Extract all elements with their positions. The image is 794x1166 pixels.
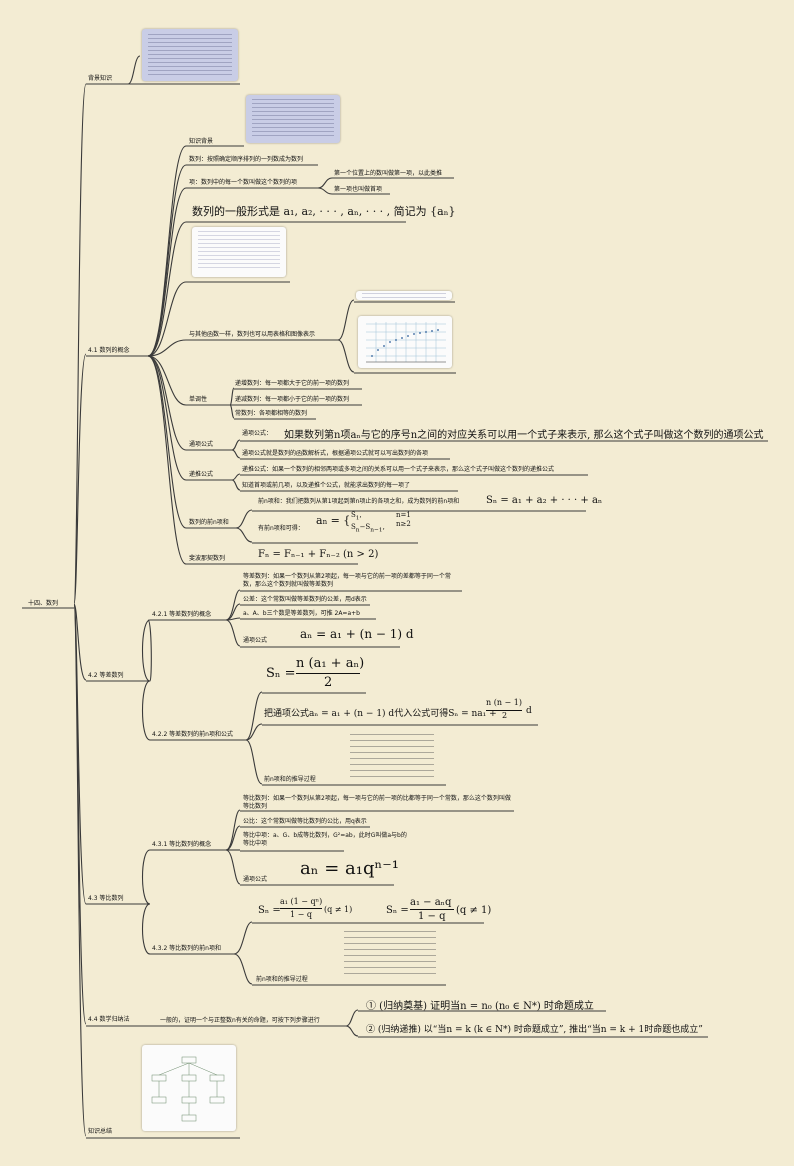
summary-diagram-icon bbox=[151, 1056, 225, 1122]
geometric-concept-label[interactable]: 4.3.1 等比数列的概念 bbox=[152, 841, 212, 848]
scatter-graph-icon bbox=[366, 322, 446, 363]
fraction-bar bbox=[486, 710, 522, 711]
formula2-numerator: a₁ − aₙq bbox=[410, 897, 452, 908]
branch-4-2[interactable]: 4.2 等差数列 bbox=[88, 672, 124, 679]
partial-sum-label[interactable]: 数列的前n项和 bbox=[189, 519, 229, 526]
summary-image-thumbnail[interactable] bbox=[142, 1045, 236, 1131]
recursive-formula-label[interactable]: 递推公式 bbox=[189, 471, 214, 478]
knowledge-background-label[interactable]: 知识背景 bbox=[189, 138, 214, 145]
first-term-note[interactable]: 第一项也叫做首项 bbox=[334, 186, 383, 193]
geometric-sum-label[interactable]: 4.3.2 等比数列的前n项和 bbox=[152, 945, 221, 952]
formula2-denominator: 1 − q bbox=[418, 911, 446, 922]
general-term-function-note[interactable]: 通项公式就是数列的函数解析式，根据通项公式就可以写出数列的各项 bbox=[242, 450, 429, 457]
common-ratio[interactable]: 公比：这个常数叫做等比数列的公比，用q表示 bbox=[243, 818, 367, 825]
sequence-table-thumbnail[interactable] bbox=[356, 291, 452, 300]
arithmetic-proof-label[interactable]: 前n项和的推导过程 bbox=[264, 776, 316, 783]
general-term-definition-label[interactable]: 通项公式： bbox=[242, 430, 273, 437]
monotonicity-label[interactable]: 单调性 bbox=[189, 396, 208, 403]
branch-4-3[interactable]: 4.3 等比数列 bbox=[88, 895, 124, 902]
fraction-bar bbox=[410, 909, 454, 910]
branch-4-4[interactable]: 4.4 数学归纳法 bbox=[88, 1016, 130, 1023]
recursive-formula-definition[interactable]: 递推公式：如果一个数列的相邻两项或多项之间的关系可以用一个式子来表示，那么这个式… bbox=[242, 466, 555, 473]
arithmetic-mean[interactable]: a、A、b三个数是等差数列，可推 2A=a+b bbox=[243, 610, 360, 617]
knowledge-background-image-thumbnail[interactable] bbox=[246, 95, 340, 143]
background-image-thumbnail[interactable] bbox=[142, 29, 238, 81]
fibonacci-label[interactable]: 斐波那契数列 bbox=[189, 555, 226, 562]
sequence-graph-thumbnail[interactable] bbox=[358, 316, 452, 368]
substitution-denominator: 2 bbox=[502, 711, 508, 720]
substitution-text: 把通项公式aₙ = a₁ + (n − 1) d代入公式可得Sₙ = na₁ + bbox=[264, 709, 497, 719]
induction-intro[interactable]: 一般的，证明一个与正整数n有关的命题，可按下列步骤进行 bbox=[160, 1017, 320, 1024]
general-term-label[interactable]: 通项公式 bbox=[189, 441, 214, 448]
fraction-bar bbox=[280, 908, 322, 909]
table-graph-note[interactable]: 与其他函数一样，数列也可以用表格和图像表示 bbox=[189, 331, 316, 338]
sum-lhs: Sₙ = bbox=[258, 905, 281, 916]
arithmetic-definition[interactable]: 等差数列：如果一个数列从第2项起，每一项与它的前一项的差都等于同一个常数，那么这… bbox=[243, 573, 451, 588]
sum-numerator: n (a₁ + aₙ) bbox=[296, 656, 365, 671]
table-image-thumbnail[interactable] bbox=[192, 227, 286, 277]
induction-step-2[interactable]: ② (归纳递推) 以“当n = k (k ∈ N*) 时命题成立”, 推出“当n… bbox=[366, 1025, 703, 1035]
substitution-numerator: n (n − 1) bbox=[486, 698, 522, 707]
general-term-definition[interactable]: 如果数列第n项aₙ与它的序号n之间的对应关系可以用一个式子来表示, 那么这个式子… bbox=[284, 430, 764, 441]
arithmetic-sum-label[interactable]: 4.2.2 等差数列的前n项和公式 bbox=[152, 731, 233, 738]
formula2-condition: (q ≠ 1) bbox=[456, 905, 492, 916]
general-form-formula[interactable]: 数列的一般形式是 a₁, a₂, · · · , aₙ, · · · , 简记为… bbox=[192, 205, 456, 218]
decreasing-sequence[interactable]: 递减数列：每一项都小于它的前一项的数列 bbox=[235, 396, 350, 403]
branch-background[interactable]: 背景知识 bbox=[88, 75, 113, 82]
arithmetic-general-term-label[interactable]: 通项公式 bbox=[243, 637, 268, 644]
common-difference[interactable]: 公差：这个常数叫做等差数列的公差，用d表示 bbox=[243, 596, 367, 603]
induction-step-1[interactable]: ① (归纳奠基) 证明当n = n₀ (n₀ ∈ N*) 时命题成立 bbox=[366, 1001, 594, 1012]
increasing-sequence[interactable]: 递增数列：每一项都大于它的前一项的数列 bbox=[235, 380, 350, 387]
formula1-condition: (q ≠ 1) bbox=[324, 905, 353, 914]
geometric-proof-label[interactable]: 前n项和的推导过程 bbox=[256, 976, 308, 983]
geometric-proof-image[interactable] bbox=[336, 928, 444, 982]
arithmetic-general-term[interactable]: aₙ = a₁ + (n − 1) d bbox=[300, 627, 414, 641]
constant-sequence[interactable]: 常数列：各项都相等的数列 bbox=[235, 410, 308, 417]
arithmetic-concept-label[interactable]: 4.2.1 等差数列的概念 bbox=[152, 611, 212, 618]
geometric-general-term[interactable]: aₙ = a₁qⁿ⁻¹ bbox=[300, 858, 400, 879]
sum-lhs: Sₙ = bbox=[386, 905, 409, 916]
sum-lhs: Sₙ = bbox=[266, 666, 296, 681]
geometric-mean[interactable]: 等比中项：a、G、b成等比数列，G²=ab，此时G叫做a与b的等比中项 bbox=[243, 832, 407, 847]
partial-sum-formula[interactable]: Sₙ = a₁ + a₂ + · · · + aₙ bbox=[486, 495, 603, 506]
partial-sum-relation-label[interactable]: 有前n项和可得： bbox=[258, 525, 304, 532]
sequence-definition[interactable]: 数列：按照确定顺序排列的一列数成为数列 bbox=[189, 156, 304, 163]
fibonacci-formula[interactable]: Fₙ = Fₙ₋₁ + Fₙ₋₂ (n > 2) bbox=[258, 549, 379, 560]
geometric-general-term-label[interactable]: 通项公式 bbox=[243, 876, 268, 883]
substitution-d: d bbox=[526, 706, 532, 716]
arithmetic-proof-image[interactable] bbox=[342, 731, 442, 781]
term-position-note[interactable]: 第一个位置上的数叫做第一项，以此类推 bbox=[334, 170, 443, 177]
recursive-formula-note[interactable]: 知道首项或前几项，以及递推个公式，就能求出数列的每一项了 bbox=[242, 482, 411, 489]
branch-summary[interactable]: 知识总结 bbox=[88, 1128, 113, 1135]
branch-4-1[interactable]: 4.1 数列的概念 bbox=[88, 347, 130, 354]
geometric-definition[interactable]: 等比数列：如果一个数列从第2项起，每一项与它的前一项的比都等于同一个常数，那么这… bbox=[243, 795, 511, 810]
fraction-bar bbox=[296, 673, 360, 674]
formula1-denominator: 1 − q bbox=[290, 910, 312, 919]
root-node: 十四、数列 bbox=[28, 600, 59, 607]
partial-sum-definition[interactable]: 前n项和：我们把数列从第1项起到第n项止的各项之和，成为数列的前n项和 bbox=[258, 498, 460, 505]
term-definition[interactable]: 项：数列中的每一个数叫做这个数列的项 bbox=[189, 179, 298, 186]
sum-denominator: 2 bbox=[324, 675, 333, 690]
formula1-numerator: a₁ (1 − qⁿ) bbox=[280, 897, 323, 906]
